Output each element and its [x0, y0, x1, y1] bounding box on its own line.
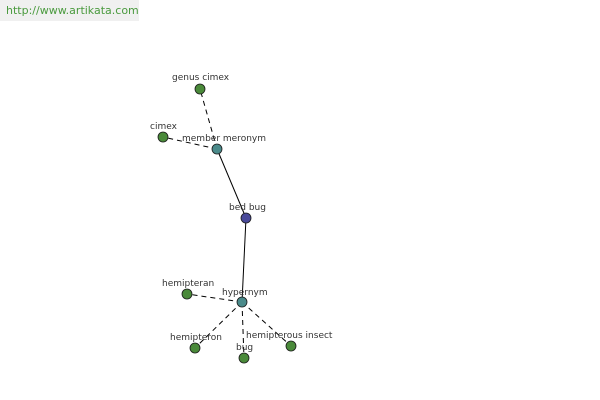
edge-member-meronym-to-cimex	[162, 136, 218, 150]
label-cimex: cimex	[150, 122, 178, 132]
label-hemipterous-insect: hemipterous insect	[246, 331, 333, 341]
source-url-banner[interactable]: http://www.artikata.com	[0, 0, 139, 21]
node-hypernym[interactable]	[236, 296, 248, 308]
label-bug: bug	[236, 343, 253, 353]
node-bug[interactable]	[238, 352, 250, 364]
label-member-meronym: member meronym	[182, 134, 266, 144]
edge-center-to-hypernym	[241, 217, 247, 303]
node-bed-bug[interactable]	[240, 212, 252, 224]
label-hemipteron: hemipteron	[170, 333, 222, 343]
node-member-meronym[interactable]	[211, 143, 223, 155]
edge-member-meronym-to-genus-cimex	[199, 88, 218, 150]
edge-hypernym-to-bug	[241, 301, 245, 359]
node-hemipteran[interactable]	[181, 288, 193, 300]
node-hemipteron[interactable]	[189, 342, 201, 354]
node-hemipterous-insect[interactable]	[285, 340, 297, 352]
label-hypernym: hypernym	[222, 288, 268, 298]
edge-hypernym-to-hemipterous-insect	[241, 301, 292, 347]
label-hemipteran: hemipteran	[162, 279, 214, 289]
node-cimex[interactable]	[157, 131, 169, 143]
node-genus-cimex[interactable]	[194, 83, 206, 95]
label-genus-cimex: genus cimex	[172, 73, 230, 83]
edge-hypernym-to-hemipteran	[186, 293, 243, 303]
label-bed-bug: bed bug	[229, 203, 266, 213]
edge-center-to-member-meronym	[216, 148, 247, 219]
edge-hypernym-to-hemipteron	[194, 301, 243, 349]
